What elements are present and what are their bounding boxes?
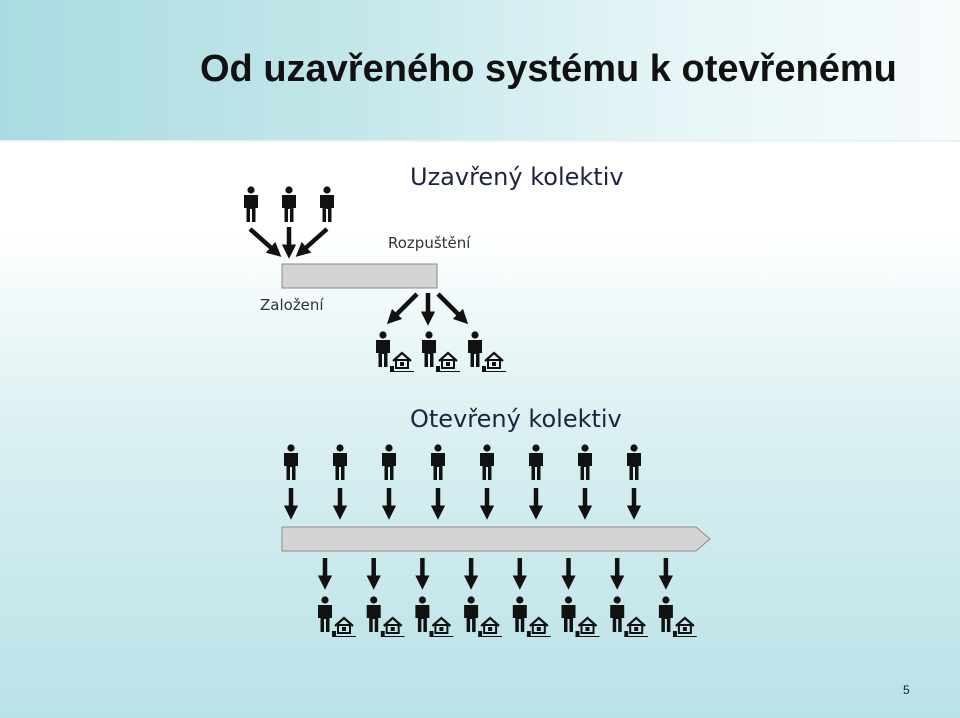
person-icon: [366, 596, 381, 632]
dissolution-persons: [376, 331, 506, 372]
person-icon: [561, 596, 576, 632]
person-icon: [468, 331, 482, 367]
slide-title: Od uzavřeného systému k otevřenému: [200, 48, 897, 90]
person-icon: [627, 444, 641, 480]
arrow-icon: [248, 227, 282, 257]
person-icon: [422, 331, 436, 367]
house-icon: [482, 351, 506, 372]
house-icon: [478, 616, 503, 637]
person-icon: [512, 596, 527, 632]
open-collective-heading: Otevřený kolektiv: [410, 405, 622, 433]
person-icon: [382, 444, 396, 480]
person-icon: [480, 444, 494, 480]
arrow-icon: [436, 292, 469, 325]
founding-label: Založení: [260, 296, 324, 314]
arrow-icon: [386, 292, 419, 325]
open-bottom-arrows: [317, 558, 674, 590]
dissolution-label: Rozpuštění: [388, 234, 471, 252]
closed-collective-heading: Uzavřený kolektiv: [410, 163, 624, 191]
person-icon: [284, 444, 298, 480]
house-icon: [526, 616, 551, 637]
person-icon: [333, 444, 347, 480]
founding-persons: [244, 186, 334, 222]
house-icon: [390, 351, 414, 372]
house-icon: [575, 616, 600, 637]
person-icon: [578, 444, 592, 480]
title-band: [0, 0, 960, 142]
house-icon: [672, 616, 697, 637]
house-icon: [436, 351, 460, 372]
house-icon: [380, 616, 405, 637]
house-icon: [332, 616, 356, 637]
person-icon: [415, 596, 430, 632]
person-icon: [320, 186, 334, 222]
open-top-persons: [284, 444, 641, 480]
page-number: 5: [903, 683, 910, 697]
open-bottom-persons: [318, 596, 697, 637]
open-top-arrows: [283, 488, 642, 520]
arrow-icon: [295, 227, 329, 257]
person-icon: [318, 596, 332, 632]
open-collective-bar: [281, 526, 711, 552]
founding-arrows: [248, 227, 329, 259]
person-icon: [244, 186, 258, 222]
closed-collective-bar: [281, 263, 438, 289]
house-icon: [429, 616, 454, 637]
person-icon: [464, 596, 479, 632]
person-icon: [658, 596, 673, 632]
person-icon: [282, 186, 296, 222]
house-icon: [624, 616, 649, 637]
person-icon: [610, 596, 625, 632]
dissolution-arrows: [386, 292, 469, 326]
person-icon: [529, 444, 543, 480]
person-icon: [376, 331, 390, 367]
person-icon: [431, 444, 445, 480]
